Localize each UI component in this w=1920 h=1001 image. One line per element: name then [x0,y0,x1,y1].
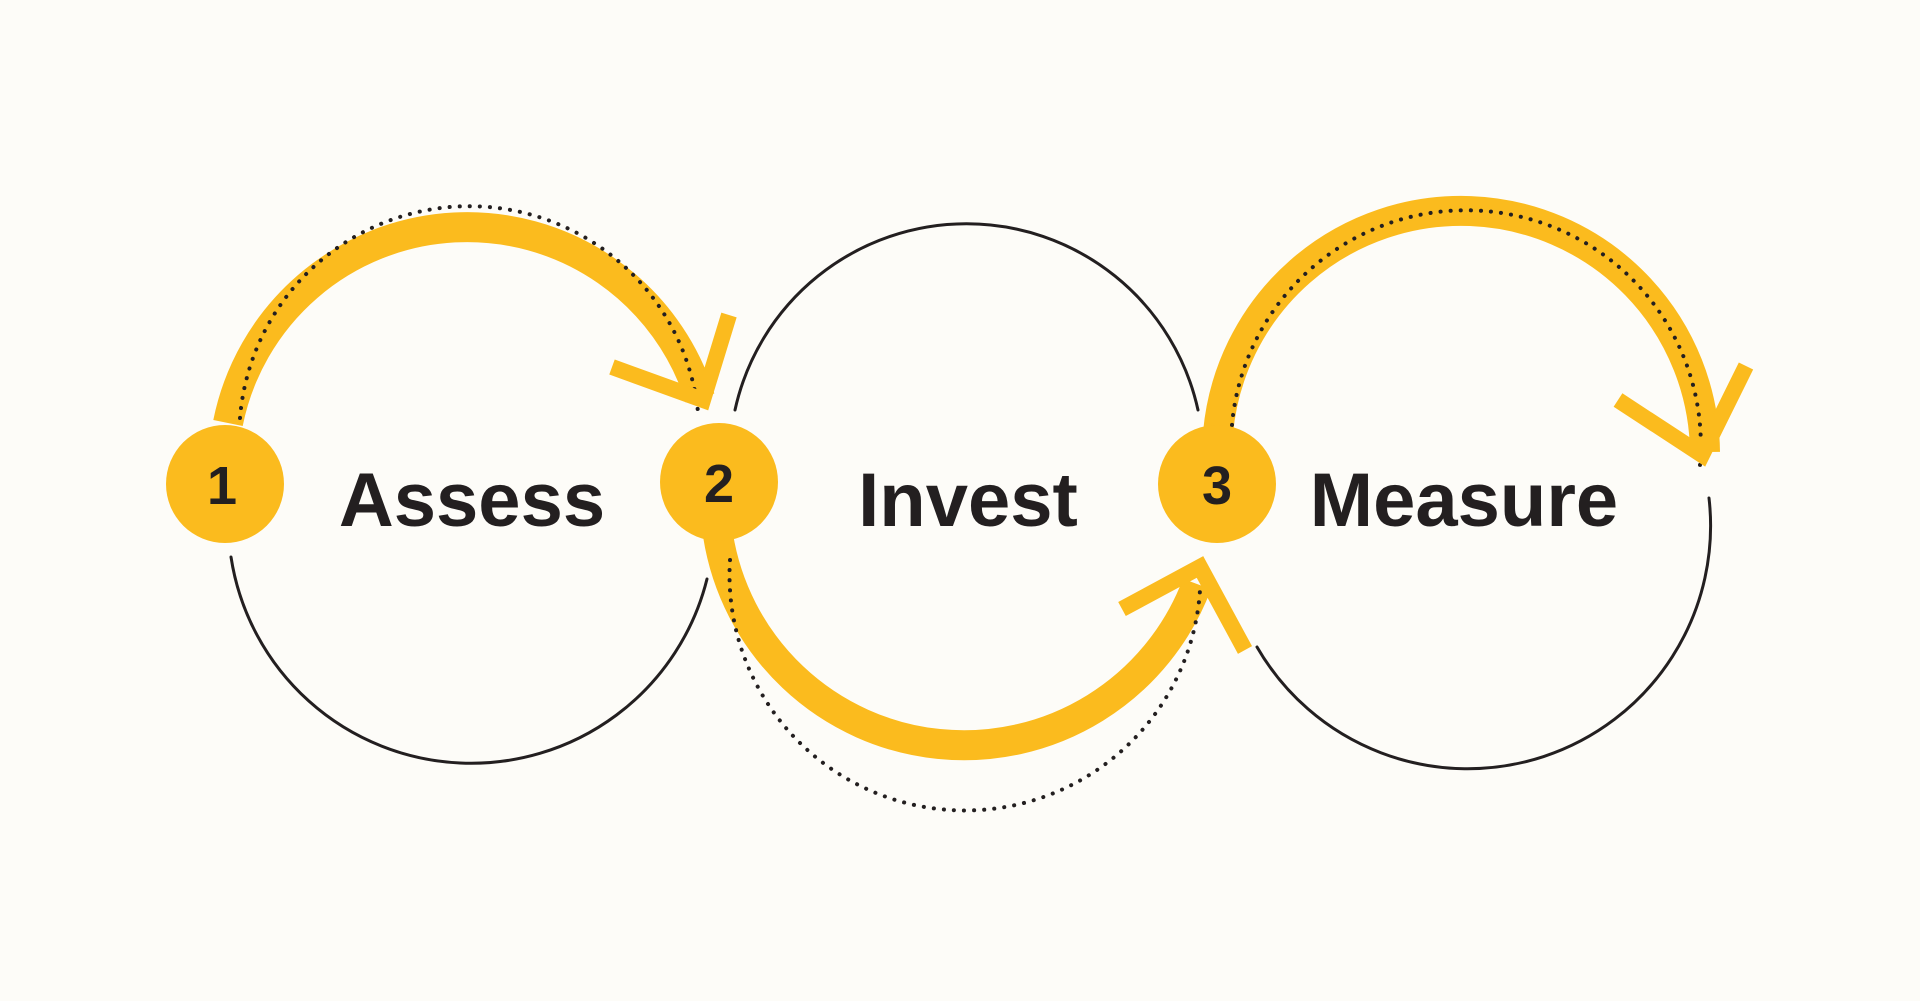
arrow-arc-1-to-2 [213,212,715,426]
step-3-number: 3 [1202,456,1232,516]
step-1-label: Assess [339,458,605,543]
arrow-dots-1 [238,204,700,420]
step-badges: 1 2 3 [166,423,1276,543]
flow-arrow-dots [238,204,1703,813]
arrowheads [609,312,1754,654]
step-1-number: 1 [207,456,237,516]
circle-3-lower-arc [1255,496,1713,771]
arrowhead-1-icon [609,312,737,411]
circle-2-upper-arc [733,222,1200,412]
step-1-badge: 1 [166,425,284,543]
step-2-label: Invest [858,458,1078,543]
arrow-arc-2-to-3 [703,532,1212,761]
step-3-label: Measure [1310,458,1618,543]
step-labels: Assess Invest Measure [339,458,1618,543]
circle-1-lower-arc [229,555,709,765]
arrow-dots-2 [727,558,1202,813]
arrowhead-2-icon [1118,556,1253,654]
circle-outlines [229,222,1713,771]
step-3-badge: 3 [1158,425,1276,543]
arrowhead-3-icon [1613,362,1754,467]
arrow-dots-3 [1230,208,1703,467]
step-2-badge: 2 [660,423,778,541]
step-2-number: 2 [704,454,734,514]
